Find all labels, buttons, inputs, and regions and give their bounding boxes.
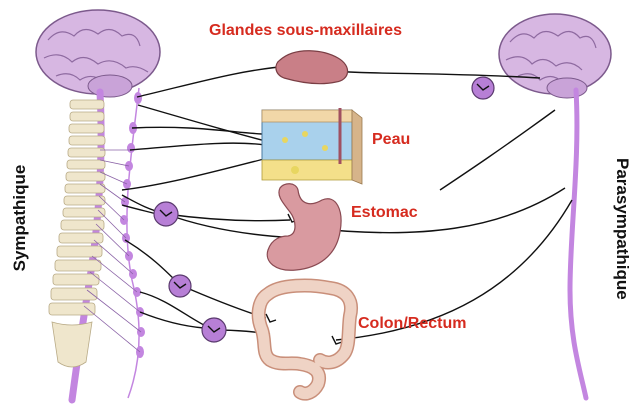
colon-label: Colon/Rectum bbox=[358, 315, 466, 333]
glands-label: Glandes sous-maxillaires bbox=[209, 22, 402, 40]
stomach-icon bbox=[267, 184, 341, 271]
sympathetic-label: Sympathique bbox=[10, 158, 30, 278]
skin-section-icon bbox=[262, 108, 362, 184]
stomach-label: Estomac bbox=[351, 204, 418, 222]
left-brain-icon bbox=[36, 10, 160, 97]
parasympathetic-label: Parasympathique bbox=[612, 158, 632, 278]
vagus-spinal-cord bbox=[570, 90, 586, 398]
salivary-gland-icon bbox=[276, 51, 348, 84]
spine-icon bbox=[49, 100, 105, 367]
skin-label: Peau bbox=[372, 131, 410, 149]
right-brain-icon bbox=[499, 14, 611, 98]
